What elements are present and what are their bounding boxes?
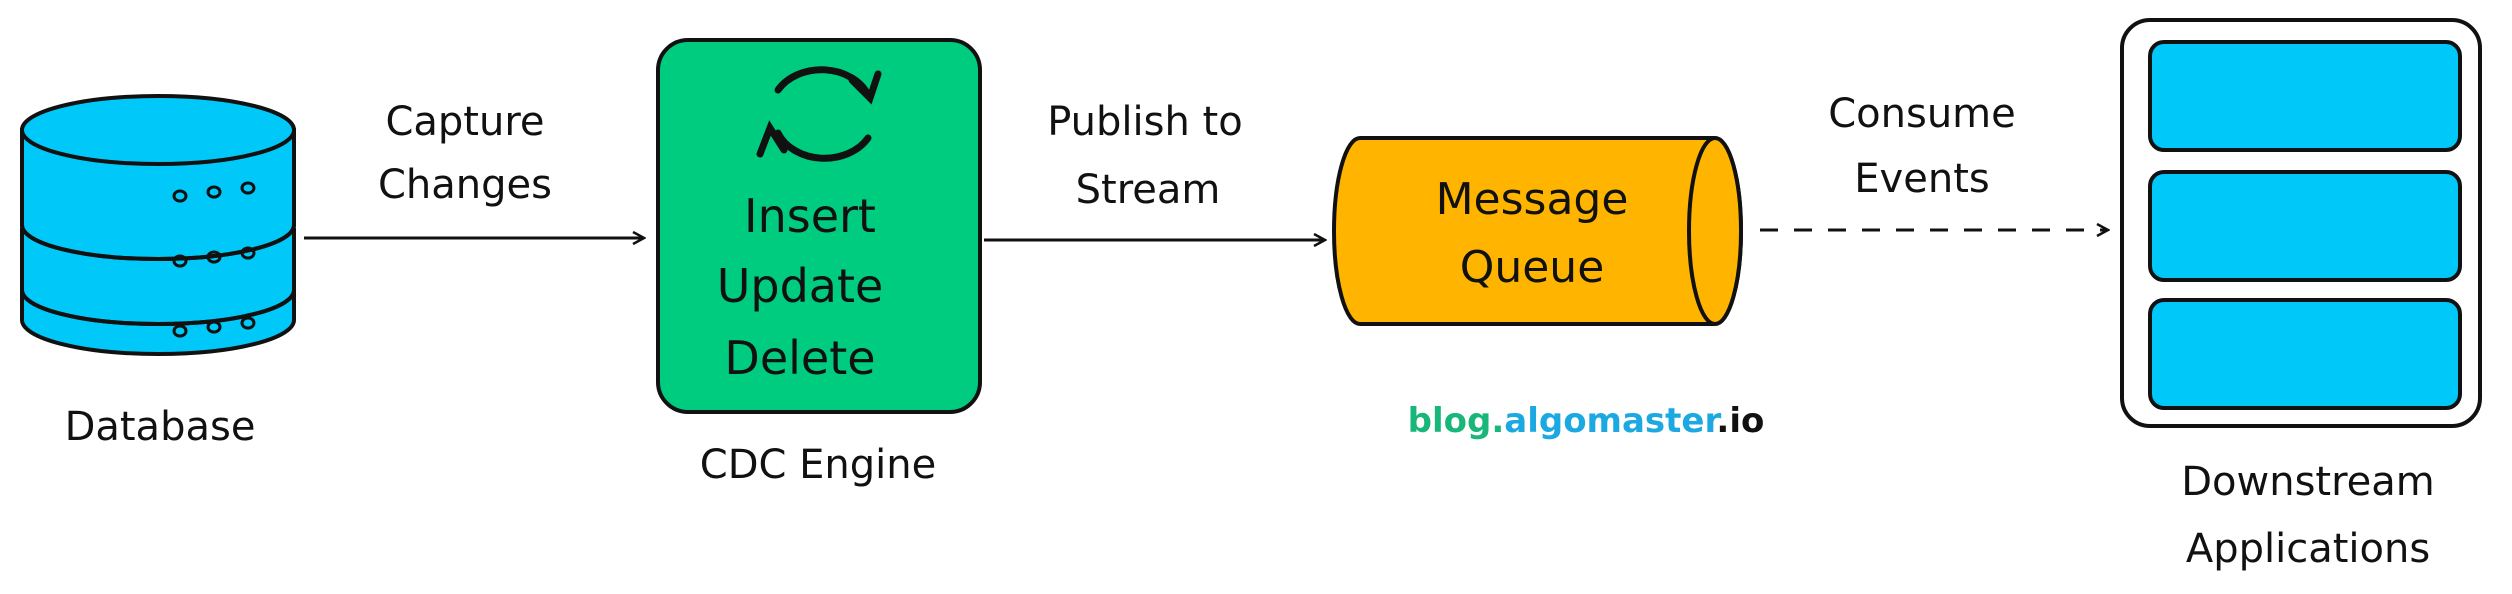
message-queue-cylinder — [1332, 136, 1743, 326]
database-label: Database — [65, 404, 256, 450]
downstream-label-line2: Applications — [2186, 526, 2430, 572]
downstream-label-line1: Downstream — [2181, 459, 2435, 505]
cdc-engine-label: CDC Engine — [700, 442, 936, 488]
consume-label-line1: Consume — [1828, 91, 2016, 137]
op-insert: Insert — [744, 189, 876, 243]
database-icon — [20, 94, 296, 356]
sync-icon — [756, 66, 882, 162]
capture-label-line2: Changes — [378, 162, 552, 208]
op-update: Update — [717, 259, 884, 313]
publish-label-line1: Publish to — [1047, 99, 1242, 145]
cdc-engine-box — [656, 38, 982, 414]
capture-label-line1: Capture — [385, 99, 544, 145]
downstream-app-1 — [2148, 40, 2462, 152]
publish-label-line2: Stream — [1076, 167, 1221, 213]
queue-label-line2: Queue — [1460, 242, 1605, 293]
brand-watermark: blog.algomaster.io — [1408, 401, 1765, 441]
queue-label-line1: Message — [1436, 174, 1629, 225]
downstream-app-3 — [2148, 298, 2462, 410]
consume-label-line2: Events — [1854, 156, 1989, 202]
downstream-app-2 — [2148, 170, 2462, 282]
op-delete: Delete — [724, 331, 875, 385]
